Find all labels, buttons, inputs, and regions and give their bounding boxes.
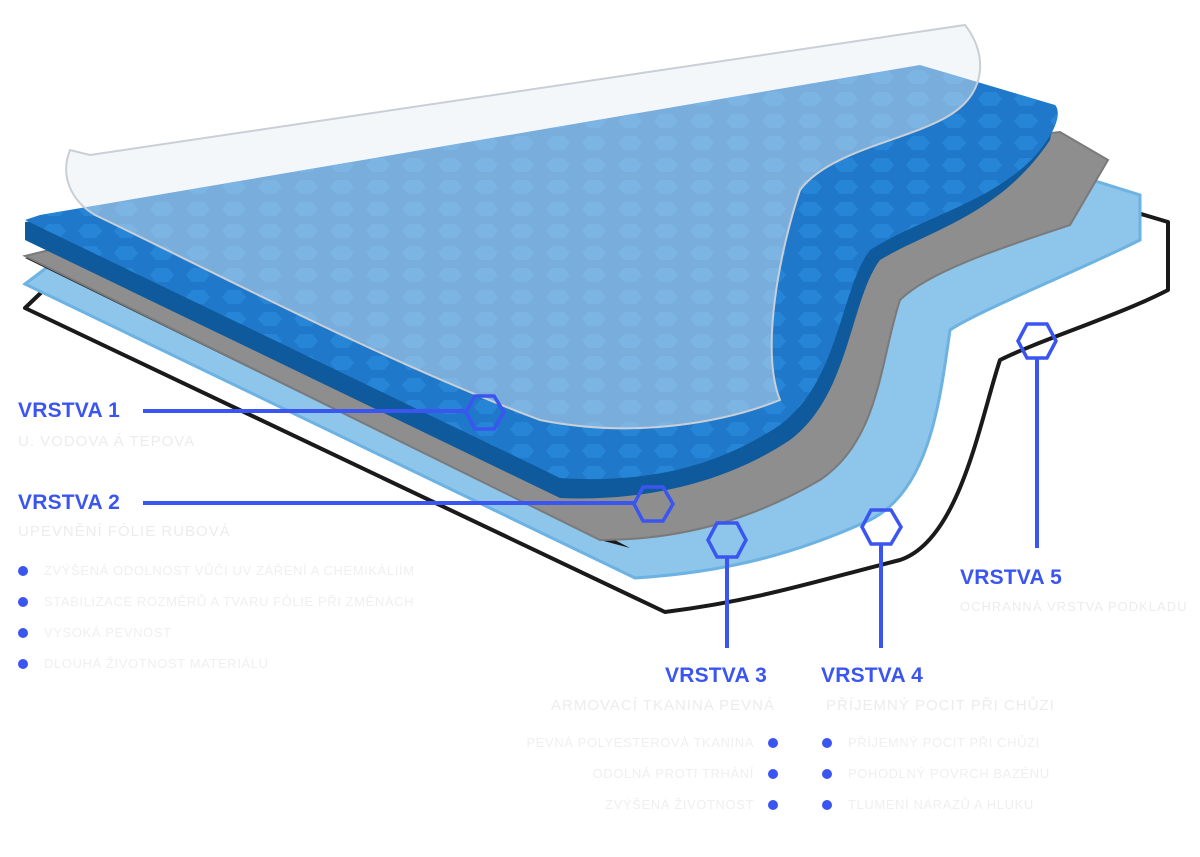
layer-5-subtitle: OCHRANNÁ VRSTVA PODKLADU	[960, 599, 1188, 614]
callout-1	[143, 394, 507, 431]
list-item: VYSOKÁ PEVNOST	[18, 625, 415, 656]
layer-3-subtitle: ARMOVACÍ TKANINA PEVNÁ	[551, 697, 775, 714]
list-item: ODOLNÁ PROTI TRHÁNÍ	[526, 766, 778, 797]
layer-2-subtitle: UPEVNĚNÍ FÓLIE RUBOVÁ	[18, 523, 231, 540]
layer-3-label: VRSTVA 3	[665, 664, 767, 687]
list-item: DLOUHÁ ŽIVOTNOST MATERIÁLU	[18, 656, 415, 687]
layer-4-label: VRSTVA 4	[821, 664, 923, 687]
bullet-dot	[18, 628, 28, 638]
callout-4	[860, 508, 904, 648]
callout-5	[1016, 322, 1058, 548]
bullet-dot	[822, 738, 832, 748]
transparent-film	[65, 23, 982, 430]
list-item: TLUMENÍ NÁRAZŮ A HLUKU	[822, 797, 1050, 828]
list-item: STABILIZACE ROZMĚRŮ A TVARU FÓLIE PŘI ZM…	[18, 594, 415, 625]
list-item: ZVÝŠENÁ ODOLNOST VŮČI UV ZÁŘENÍ A CHEMIK…	[18, 563, 415, 594]
hex-marker-3	[706, 521, 748, 559]
layer-4-bullets: PŘÍJEMNÝ POCIT PŘI CHŮZI POHODLNÝ POVRCH…	[822, 735, 1050, 828]
hex-marker-5	[1016, 322, 1058, 360]
bullet-dot	[822, 769, 832, 779]
bullet-dot	[18, 597, 28, 607]
layer-2-bullets: ZVÝŠENÁ ODOLNOST VŮČI UV ZÁŘENÍ A CHEMIK…	[18, 563, 415, 687]
callout-3	[706, 521, 748, 648]
layer-3-bullets: PEVNÁ POLYESTEROVÁ TKANINA ODOLNÁ PROTI …	[526, 735, 778, 828]
list-item: ZVÝŠENÁ ŽIVOTNOST	[526, 797, 778, 828]
bullet-dot	[768, 738, 778, 748]
bullet-dot	[822, 800, 832, 810]
bullet-dot	[18, 566, 28, 576]
list-item: PEVNÁ POLYESTEROVÁ TKANINA	[526, 735, 778, 766]
list-item: PŘÍJEMNÝ POCIT PŘI CHŮZI	[822, 735, 1050, 766]
layer-5-label: VRSTVA 5	[960, 566, 1062, 589]
hex-marker-4	[860, 508, 904, 546]
layer-4-subtitle: PŘÍJEMNÝ POCIT PŘI CHŮZI	[826, 697, 1055, 714]
layer-1-subtitle: U. VODOVA Á TEPOVA	[18, 433, 196, 450]
list-item: POHODLNÝ POVRCH BAZÉNU	[822, 766, 1050, 797]
bullet-dot	[768, 800, 778, 810]
callout-2	[143, 485, 676, 523]
hex-marker-1	[464, 394, 507, 431]
layer-2-label: VRSTVA 2	[18, 491, 120, 514]
bullet-dot	[768, 769, 778, 779]
bullet-dot	[18, 659, 28, 669]
layer-1-label: VRSTVA 1	[18, 399, 120, 422]
hex-texture	[25, 65, 1058, 480]
hex-marker-2	[632, 485, 676, 523]
